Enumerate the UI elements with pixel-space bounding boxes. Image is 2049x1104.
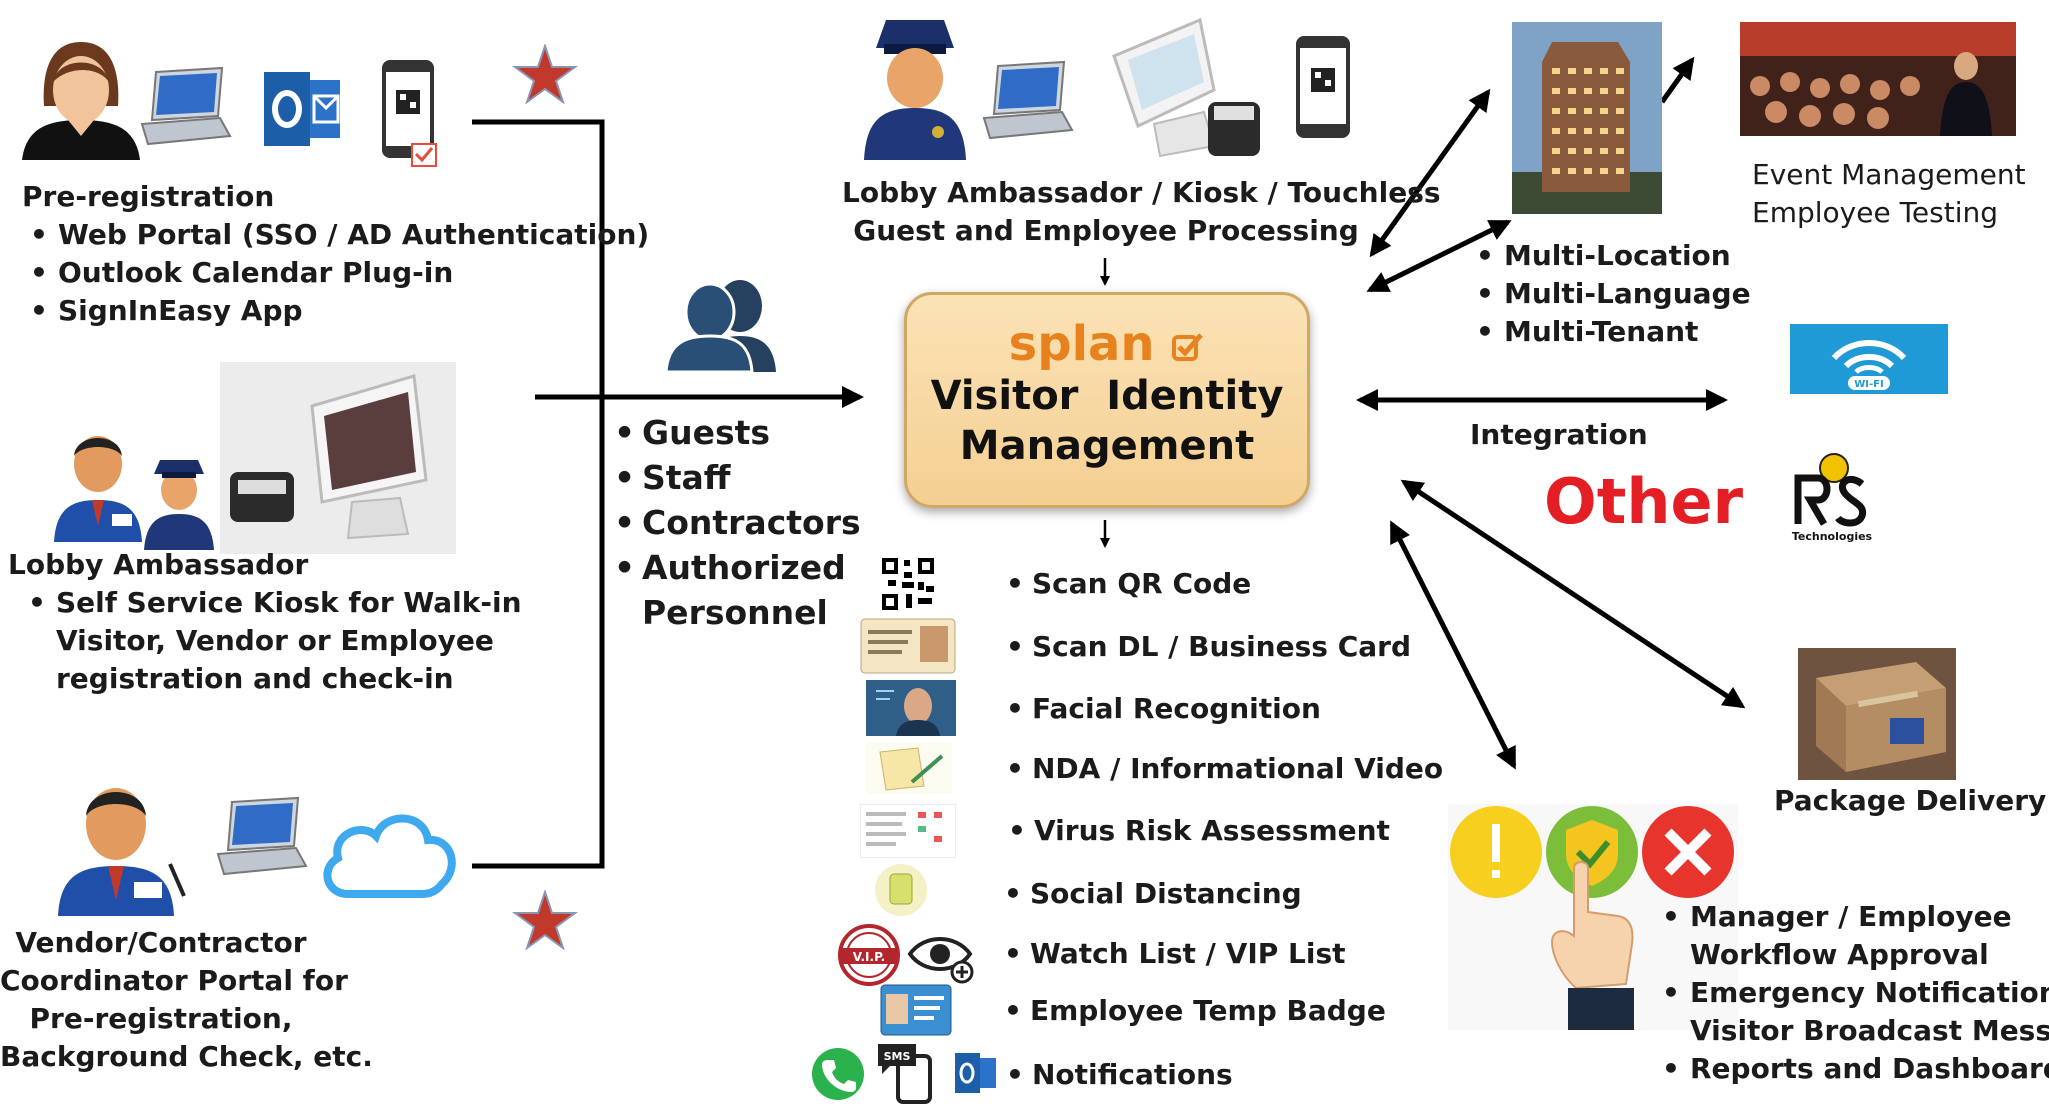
visitor-identity-management-box: splan Visitor Identity Management xyxy=(904,292,1310,508)
phone-call-icon xyxy=(812,1048,864,1100)
list-item: SignInEasy App xyxy=(22,292,649,330)
checkbox-icon xyxy=(1172,333,1204,361)
list-item: Emergency Notification xyxy=(1654,974,2049,1012)
social-distancing-icon xyxy=(875,864,927,916)
caption-line: Lobby Ambassador / Kiosk / Touchless xyxy=(842,176,1441,209)
sms-text: SMS xyxy=(884,1050,911,1063)
center-title-line: Management xyxy=(959,423,1255,469)
event-audience-icon xyxy=(1740,22,2016,136)
list-item: Multi-Language xyxy=(1468,275,1751,313)
feature-nda-video: NDA / Informational Video xyxy=(1004,752,1443,786)
list-item: Guests xyxy=(612,410,861,455)
integration-label: Integration xyxy=(1470,418,1648,451)
star-icon xyxy=(512,44,578,104)
package-icon xyxy=(1798,648,1956,780)
workflow-list: Manager / Employee Workflow Approval Eme… xyxy=(1654,898,2049,1088)
wifi-text: WI-FI xyxy=(1854,379,1883,390)
list-item: Self Service Kiosk for Walk-in xyxy=(20,584,522,622)
vendor-portal-line: Coordinator Portal for xyxy=(0,964,348,997)
list-item: Manager / Employee xyxy=(1654,898,2049,936)
caption-line: Guest and Employee Processing xyxy=(853,214,1359,247)
lobby-ambassador-list: Self Service Kiosk for Walk-in Visitor, … xyxy=(20,584,522,698)
drivers-license-icon xyxy=(860,618,956,674)
multi-list: Multi-Location Multi-Language Multi-Tena… xyxy=(1468,237,1751,351)
list-item: Visitor, Vendor or Employee xyxy=(56,624,494,657)
watch-eye-icon xyxy=(907,937,974,984)
star-icon xyxy=(512,890,578,950)
wifi-icon: WI-FI xyxy=(1790,324,1948,394)
preregistration-title: Pre-registration xyxy=(22,180,275,213)
brand-name: splan xyxy=(1008,316,1155,372)
laptop-icon xyxy=(140,66,232,146)
list-item: Staff xyxy=(612,455,861,500)
lobby-ambassador-title: Lobby Ambassador xyxy=(8,548,309,581)
feature-virus-risk: Virus Risk Assessment xyxy=(1006,814,1390,848)
feature-temp-badge: Employee Temp Badge xyxy=(1002,994,1386,1028)
list-item: Workflow Approval xyxy=(1690,938,1989,971)
list-item: Outlook Calendar Plug-in xyxy=(22,254,649,292)
workflow-status-icons xyxy=(1450,806,1734,1030)
feature-notifications: Notifications xyxy=(1004,1058,1233,1092)
kiosk-icon xyxy=(230,374,428,540)
vendor-portal-line: Pre-registration, xyxy=(29,1002,293,1035)
list-item: registration and check-in xyxy=(56,662,454,695)
list-item: Authorized xyxy=(612,545,861,590)
woman-user-icon xyxy=(22,42,140,160)
feature-scan-dl: Scan DL / Business Card xyxy=(1004,630,1411,664)
vendor-portal-line: Background Check, etc. xyxy=(0,1040,373,1073)
vip-badge-icon: V.I.P. xyxy=(838,924,900,986)
list-item: Visitor Broadcast Message xyxy=(1690,1014,2049,1047)
caption-line: Employee Testing xyxy=(1752,196,1999,229)
kiosk-printer-icon xyxy=(1112,17,1260,158)
nda-document-icon xyxy=(866,742,952,794)
building-icon xyxy=(1512,22,1662,214)
list-item: Reports and Dashboards xyxy=(1654,1050,2049,1088)
cloud-icon xyxy=(323,814,456,898)
r2s-logo-icon: Technologies xyxy=(1792,453,1873,543)
package-photo xyxy=(1798,648,1956,780)
list-item: Multi-Tenant xyxy=(1468,313,1751,351)
feature-scan-qr: Scan QR Code xyxy=(1004,567,1251,601)
event-caption: Event Management Employee Testing xyxy=(1752,156,2026,232)
sms-phone-icon: SMS xyxy=(878,1044,932,1104)
feature-social-distancing: Social Distancing xyxy=(1002,877,1302,911)
employee-badge-icon xyxy=(880,984,952,1036)
phone-qr-icon xyxy=(1296,36,1350,138)
center-title-line: Visitor Identity xyxy=(930,373,1284,419)
security-person-icon xyxy=(144,460,214,550)
outlook-icon xyxy=(264,72,340,146)
list-item: Contractors xyxy=(612,500,861,545)
users-group-icon xyxy=(664,280,776,372)
phone-qr-icon xyxy=(382,60,437,167)
security-guard-icon xyxy=(864,20,966,160)
other-label: Other xyxy=(1544,465,1744,538)
feature-watch-list: Watch List / VIP List xyxy=(1002,937,1346,971)
laptop-icon xyxy=(982,60,1074,140)
list-item: Multi-Location xyxy=(1468,237,1751,275)
vendor-portal-line: Vendor/Contractor xyxy=(15,926,307,959)
preregistration-list: Web Portal (SSO / AD Authentication) Out… xyxy=(22,216,649,330)
list-item: Personnel xyxy=(642,593,828,632)
feature-facial-recognition: Facial Recognition xyxy=(1004,692,1321,726)
building-photo xyxy=(1512,22,1662,214)
list-item: Web Portal (SSO / AD Authentication) xyxy=(22,216,649,254)
caption-line: Event Management xyxy=(1752,158,2026,191)
vendor-person-icon xyxy=(58,788,186,916)
ambassador-person-icon xyxy=(54,436,142,542)
vip-text: V.I.P. xyxy=(853,950,885,964)
r2s-sub-text: Technologies xyxy=(1792,530,1873,543)
kiosk-photo xyxy=(220,362,456,554)
laptop-icon xyxy=(216,796,308,876)
audience-list: Guests Staff Contractors Authorized Pers… xyxy=(612,410,861,635)
vendor-portal-text: Vendor/Contractor Coordinator Portal for… xyxy=(0,924,373,1076)
outlook-icon xyxy=(955,1053,996,1093)
package-delivery-label: Package Delivery xyxy=(1774,784,2047,817)
lobby-kiosk-caption: Lobby Ambassador / Kiosk / Touchless Gue… xyxy=(842,174,1441,250)
facial-recognition-icon xyxy=(866,680,956,736)
splan-logo: splan xyxy=(907,317,1307,371)
risk-assessment-form-icon xyxy=(860,804,956,858)
qr-code-icon xyxy=(880,556,936,612)
event-photo xyxy=(1740,22,2016,136)
